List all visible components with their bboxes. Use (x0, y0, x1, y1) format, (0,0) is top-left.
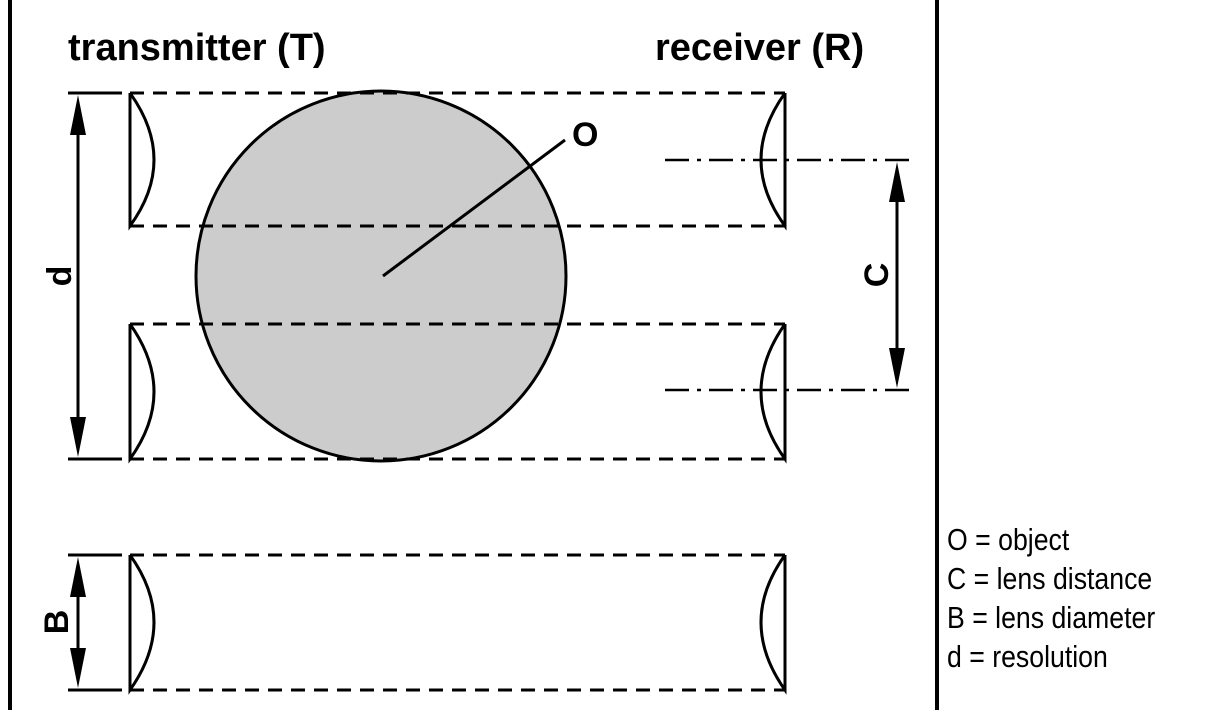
receiver-header: receiver (R) (655, 27, 864, 69)
transmitter-header: transmitter (T) (68, 27, 326, 69)
object-circle (194, 89, 568, 463)
receiver-lenses (759, 92, 787, 695)
receiver-lens-1 (759, 92, 787, 231)
lens-centerlines (665, 158, 912, 392)
receiver-lens-3 (759, 554, 787, 695)
transmitter-lenses (128, 92, 156, 695)
object-leader-line (382, 138, 566, 278)
resolution-label: d (41, 266, 79, 287)
diagram-frame (8, 0, 939, 710)
legend-item-lens-diameter: B = lens diameter (947, 600, 1156, 635)
legend: O = object C = lens distance B = lens di… (947, 520, 1155, 676)
lens-diameter-dimension (68, 553, 122, 692)
resolution-dimension (68, 91, 122, 461)
receiver-lens-2 (759, 323, 787, 464)
lens-distance-label: C (858, 263, 896, 288)
legend-item-resolution: d = resolution (947, 639, 1108, 674)
transmitter-lens-2 (128, 323, 156, 464)
object-label: O (572, 116, 598, 154)
legend-item-lens-distance: C = lens distance (947, 561, 1153, 596)
lens-diameter-label: B (38, 610, 76, 635)
legend-item-object: O = object (947, 522, 1070, 557)
transmitter-lens-1 (128, 92, 156, 231)
beam-lines (130, 91, 785, 692)
lens-distance-dimension (889, 162, 905, 388)
transmitter-lens-3 (128, 554, 156, 695)
